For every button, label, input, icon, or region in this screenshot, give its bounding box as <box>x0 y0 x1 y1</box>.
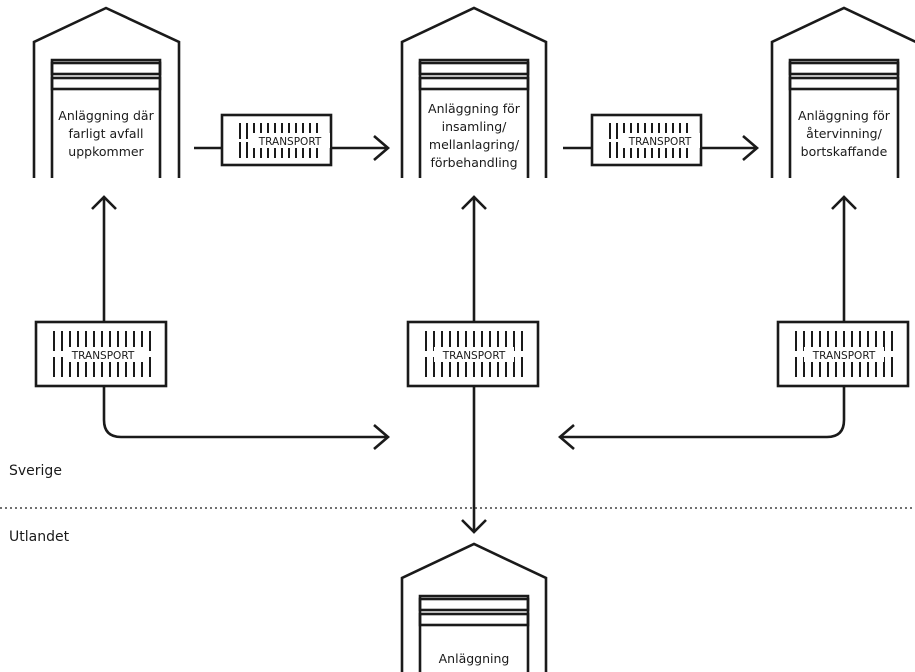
flow-foreign-to-recovery <box>558 195 857 450</box>
facility-recovery-label-2: återvinning/ <box>806 126 882 141</box>
flow-source-to-collection <box>194 135 390 161</box>
facility-recovery-outline <box>770 6 915 178</box>
facility-source-label-1: Anläggning där <box>58 108 154 123</box>
transport-label: TRANSPORT <box>628 136 692 148</box>
facility-recovery: Anläggning för återvinning/ bortskaffand… <box>770 6 915 178</box>
facility-collection-outline <box>400 6 548 178</box>
facility-foreign-label-1: Anläggning <box>439 651 510 666</box>
transport-box-top-left: TRANSPORT <box>220 113 333 167</box>
transport-label: TRANSPORT <box>258 136 322 148</box>
facility-collection-label-4: förbehandling <box>430 155 517 170</box>
transport-box-center: TRANSPORT <box>406 320 540 388</box>
transport-label: TRANSPORT <box>442 350 506 362</box>
transport-label: TRANSPORT <box>812 350 876 362</box>
facility-source-label-2: farligt avfall <box>68 126 143 141</box>
transport-box-right: TRANSPORT <box>776 320 910 388</box>
facility-collection-label-3: mellanlagring/ <box>429 137 520 152</box>
flow-collection-to-recovery <box>563 135 759 161</box>
region-label-abroad: Utlandet <box>9 529 70 545</box>
facility-foreign-outline <box>400 542 548 672</box>
flow-foreign-to-source <box>91 195 390 450</box>
facility-source: Anläggning där farligt avfall uppkommer <box>32 6 181 178</box>
region-label-sweden: Sverige <box>9 463 62 479</box>
transport-label: TRANSPORT <box>71 350 135 362</box>
transport-box-top-right: TRANSPORT <box>590 113 703 167</box>
facility-collection: Anläggning för insamling/ mellanlagring/… <box>400 6 548 178</box>
facility-recovery-label-1: Anläggning för <box>798 108 891 123</box>
transport-box-left: TRANSPORT <box>34 320 168 388</box>
facility-collection-label-1: Anläggning för <box>428 101 521 116</box>
facility-source-outline <box>32 6 181 178</box>
facility-collection-label-2: insamling/ <box>442 119 508 134</box>
facility-recovery-label-3: bortskaffande <box>801 144 888 159</box>
flow-collection-foreign <box>461 195 487 534</box>
facility-source-label-3: uppkommer <box>68 144 144 159</box>
facility-foreign: Anläggning <box>400 542 548 672</box>
